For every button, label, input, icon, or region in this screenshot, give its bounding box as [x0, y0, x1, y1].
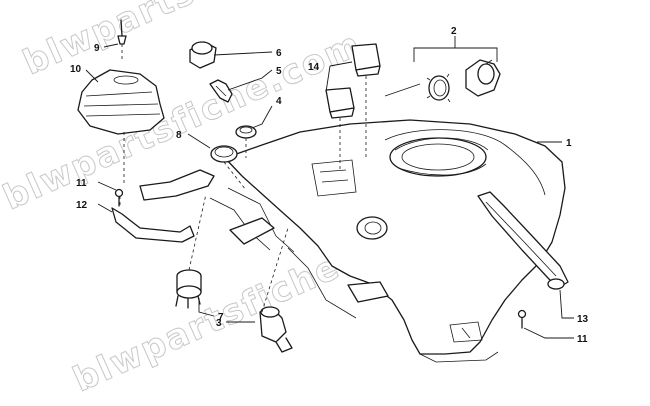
part-8-gasket[interactable]	[210, 145, 238, 163]
callout-9: 9	[94, 43, 100, 54]
part-13-strap[interactable]	[477, 191, 569, 290]
part-1-fuel-tank[interactable]	[209, 119, 566, 363]
part-11-bolt-right[interactable]	[517, 309, 527, 329]
part-7-switch[interactable]	[175, 269, 202, 309]
callout-12: 12	[76, 200, 88, 211]
callout-2: 2	[451, 26, 457, 37]
callout-4: 4	[276, 96, 282, 107]
callout-10: 10	[70, 64, 82, 75]
callout-11-right: 11	[577, 334, 588, 345]
part-14-plugs[interactable]	[325, 43, 381, 172]
callout-8: 8	[176, 130, 182, 141]
part-10-boot[interactable]	[77, 69, 165, 135]
callout-labels: 1 2 3 4 5 6 7 8 9 10 11 12 13 11 14	[70, 26, 589, 345]
leader-lines	[85, 36, 574, 339]
callout-3: 3	[216, 318, 222, 329]
part-2-fuel-cap[interactable]	[426, 59, 501, 103]
part-5-key[interactable]	[209, 79, 233, 103]
callout-14: 14	[308, 62, 320, 73]
callout-11-left: 11	[76, 178, 87, 189]
callout-13: 13	[577, 314, 589, 325]
callout-7: 7	[218, 312, 224, 323]
part-9-screw[interactable]	[117, 19, 127, 45]
callout-5: 5	[276, 66, 282, 77]
part-12-bracket[interactable]	[111, 169, 215, 243]
callout-1: 1	[566, 138, 572, 149]
callout-6: 6	[276, 48, 282, 59]
part-11-bolt-left[interactable]	[114, 188, 124, 207]
part-6-cap[interactable]	[189, 41, 217, 69]
part-3-sensor[interactable]	[259, 306, 293, 353]
